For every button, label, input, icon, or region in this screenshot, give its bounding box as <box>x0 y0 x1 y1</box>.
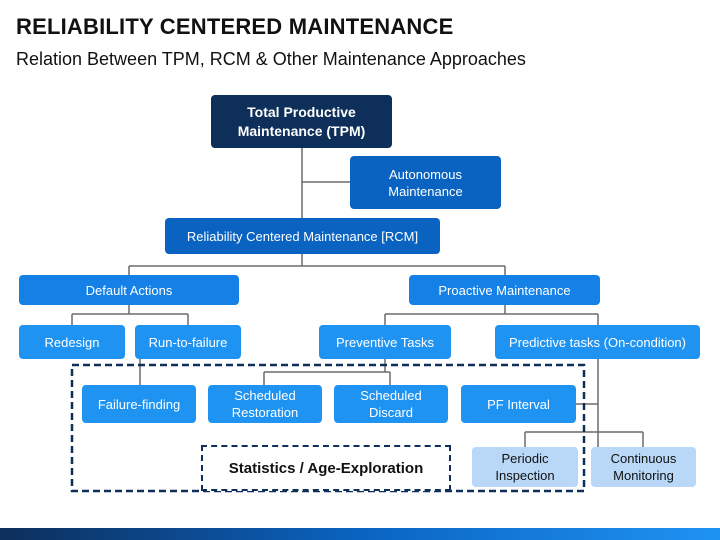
statistics-age-exploration-box: Statistics / Age-Exploration <box>201 445 451 491</box>
periodic-inspection-box: Periodic Inspection <box>472 447 578 487</box>
scheduled-discard-box: Scheduled Discard <box>334 385 448 423</box>
continuous-monitoring-box: Continuous Monitoring <box>591 447 696 487</box>
pf-interval-box: PF Interval <box>461 385 576 423</box>
page-title: RELIABILITY CENTERED MAINTENANCE <box>16 14 454 39</box>
rcm-box: Reliability Centered Maintenance [RCM] <box>165 218 440 254</box>
default-actions-box: Default Actions <box>19 275 239 305</box>
predictive-tasks-box: Predictive tasks (On-condition) <box>495 325 700 359</box>
redesign-box: Redesign <box>19 325 125 359</box>
preventive-tasks-box: Preventive Tasks <box>319 325 451 359</box>
page-subtitle: Relation Between TPM, RCM & Other Mainte… <box>16 49 526 69</box>
footer-bar <box>0 528 720 540</box>
scheduled-restoration-box: Scheduled Restoration <box>208 385 322 423</box>
run-to-failure-box: Run-to-failure <box>135 325 241 359</box>
proactive-maintenance-box: Proactive Maintenance <box>409 275 600 305</box>
autonomous-maintenance-box: Autonomous Maintenance <box>350 156 501 209</box>
failure-finding-box: Failure-finding <box>82 385 196 423</box>
dashed-enclosure <box>70 363 586 493</box>
tpm-box: Total Productive Maintenance (TPM) <box>211 95 392 148</box>
